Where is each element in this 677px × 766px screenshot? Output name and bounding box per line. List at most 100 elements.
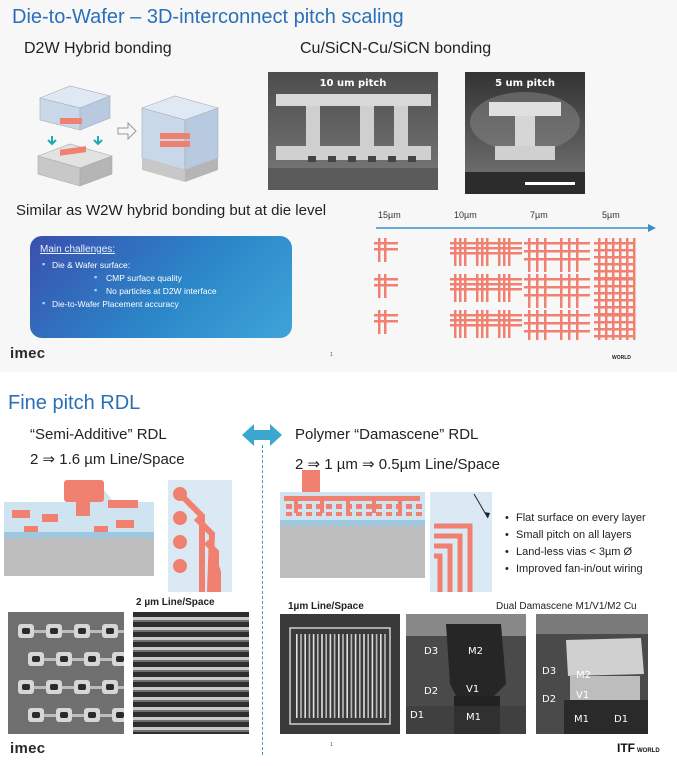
pitch-line (556, 294, 590, 297)
imec-logo: imec (10, 740, 46, 757)
meander-line (317, 634, 319, 718)
pitch-line (374, 320, 398, 323)
sem-d-label-m2: M2 (468, 646, 483, 657)
pitch-scaling-grid (374, 224, 656, 340)
meander-line (304, 634, 306, 718)
pitch-line (536, 310, 539, 340)
sem-10-label: 10 um pitch (319, 78, 387, 89)
via-hole (116, 656, 124, 662)
trace (62, 686, 78, 689)
damascene-benefits-list: Flat surface on every layer Small pitch … (504, 512, 646, 580)
pitch-line (556, 250, 590, 253)
sem-e-label-m1: M1 (574, 714, 589, 725)
pitch-line (576, 238, 579, 272)
sem-image-1um-lines (280, 614, 400, 734)
via-hole (78, 628, 86, 634)
damascene-pad (326, 504, 332, 509)
sem-image-dual-damascene-1: D3 M2 D2 V1 D1 M1 (406, 614, 526, 734)
damascene-pad (296, 512, 302, 516)
damascene-via (346, 501, 350, 513)
label-dual-damascene: Dual Damascene M1/V1/M2 Cu (496, 601, 637, 612)
pitch-line (633, 238, 636, 277)
sem-5-structure (465, 92, 585, 194)
trace (90, 686, 106, 689)
sem-image-dual-damascene-2: D3 M2 V1 D2 M1 D1 (536, 614, 648, 734)
pitch-line (544, 310, 547, 340)
trace (72, 714, 88, 717)
damascene-pad (316, 504, 322, 509)
pitch-line (619, 238, 622, 277)
pitch-line (450, 324, 478, 327)
trace (118, 630, 124, 633)
meander-line (359, 634, 361, 718)
pitch-line (524, 258, 558, 261)
cu-sicn-subtitle: Cu/SiCN-Cu/SiCN bonding (300, 40, 492, 57)
via-hole (22, 684, 30, 690)
pitch-line (472, 324, 500, 327)
pitch-line (472, 288, 500, 291)
sem-e-structure (536, 614, 648, 734)
damascene-via (372, 501, 376, 513)
pitch-line (450, 288, 478, 291)
main-challenges-box: Main challenges: Die & Wafer surface: CM… (30, 236, 292, 338)
challenge-item: Die-to-Wafer Placement accuracy (40, 298, 282, 309)
damascene-cross-section (280, 470, 425, 578)
pitch-line (576, 310, 579, 340)
sem-e-label-m2: M2 (576, 670, 591, 681)
damascene-pad (396, 512, 402, 516)
pitch-scaling-diagram: 15µm 10µm 7µm 5µm (356, 210, 656, 340)
pitch-line (524, 242, 558, 245)
double-arrow-icon (242, 424, 282, 446)
d2w-bonding-diagram (37, 85, 219, 187)
pitch-line (594, 306, 633, 309)
damascene-via (398, 501, 402, 513)
sem-image-2um-lines (133, 612, 249, 734)
damascene-fanout (430, 492, 492, 592)
pitch-line (556, 314, 590, 317)
pitch-line (524, 250, 558, 253)
pitch-line (594, 292, 633, 295)
damascene-via (294, 501, 298, 513)
pitch-line (626, 238, 629, 277)
benefit-item: Land-less vias < 3µm Ø (504, 546, 646, 558)
pitch-line (594, 263, 633, 266)
damascene-pad (306, 504, 312, 509)
via-hole (116, 712, 124, 718)
trace (62, 630, 78, 633)
pitch-line (612, 310, 615, 340)
pitch-line (374, 284, 398, 287)
damascene-pad (376, 512, 382, 516)
damascene-via (320, 501, 324, 513)
pitch-line (556, 278, 590, 281)
slide-title: Die-to-Wafer – 3D-interconnect pitch sca… (12, 6, 404, 28)
pitch-line (560, 310, 563, 340)
pitch-line (524, 330, 558, 333)
sem-d-label-m1: M1 (466, 712, 481, 723)
sem-c-structure (280, 614, 400, 734)
pitch-label-5um: 5µm (602, 210, 620, 220)
sem-d-label-v1: V1 (466, 684, 480, 695)
pitch-line (528, 238, 531, 272)
trace (90, 630, 106, 633)
itf-world-text: WORLD (637, 748, 660, 754)
pitch-line (594, 299, 633, 302)
meander-line (380, 634, 382, 718)
via-hole (50, 684, 58, 690)
damascene-pad (416, 504, 422, 509)
pitch-line (594, 270, 633, 273)
meander-line (342, 634, 344, 718)
sem-image-semi-additive (8, 612, 124, 734)
trace (100, 714, 116, 717)
pitch-line (560, 238, 563, 272)
via-hole (32, 712, 40, 718)
meander-line (346, 634, 348, 718)
pitch-line (528, 310, 531, 340)
pitch-line (472, 252, 500, 255)
imec-logo: imec (10, 345, 46, 362)
damascene-pad (316, 512, 322, 516)
similar-description: Similar as W2W hybrid bonding but at die… (16, 202, 327, 219)
page-mark: 1 (330, 742, 333, 748)
via-hole (32, 656, 40, 662)
pitch-line (556, 242, 590, 245)
